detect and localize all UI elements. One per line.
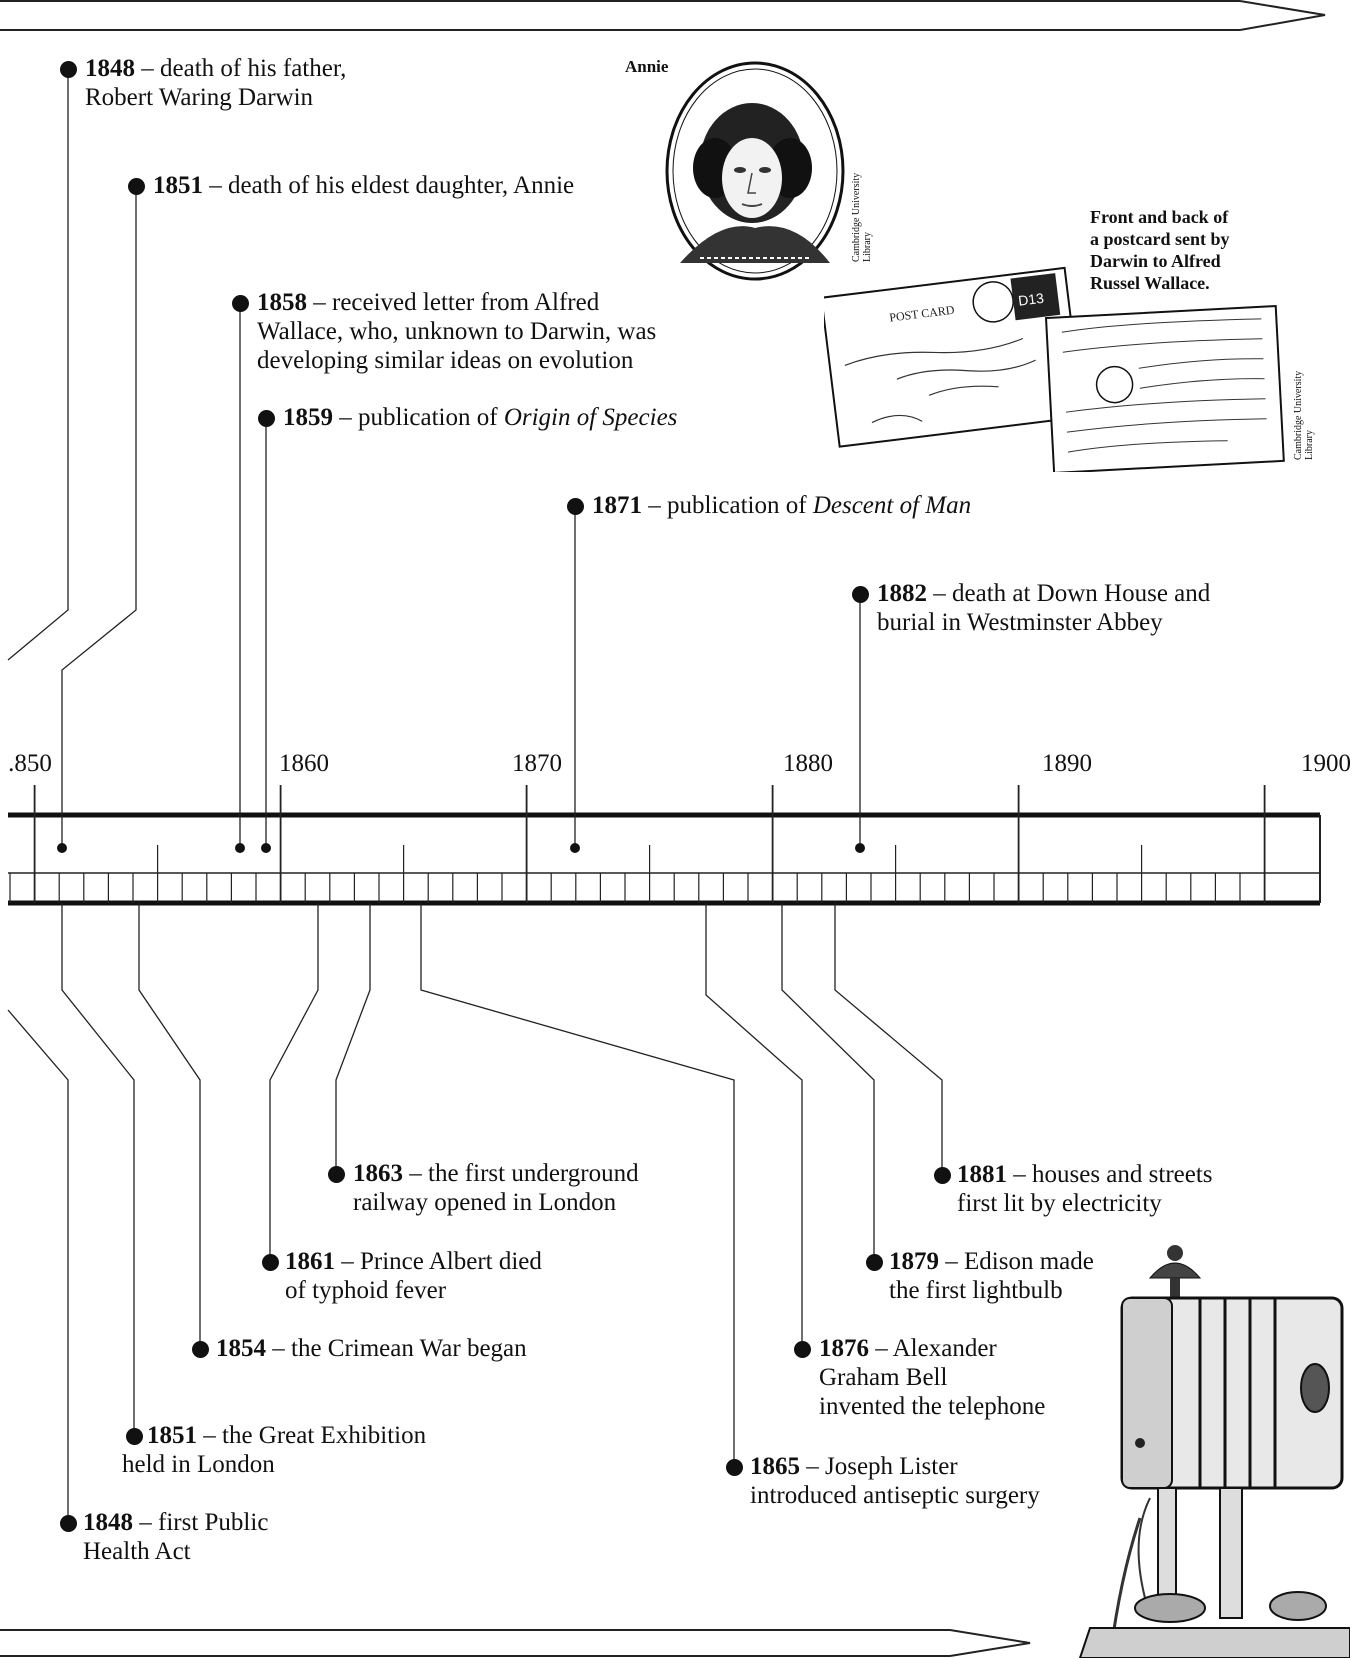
connector-1879 — [781, 903, 875, 1262]
darwin-event-1871: 1871 – publication of Descent of Man — [592, 492, 972, 519]
postcard-icon: POST CARD D13 — [824, 266, 1285, 472]
year-label-1860: 1860 — [279, 750, 329, 777]
connector-1861 — [269, 903, 319, 1262]
event-dot — [726, 1459, 743, 1476]
portrait-icon — [665, 61, 845, 281]
darwin-event-1851: 1851 – death of his eldest daughter, Ann… — [153, 172, 575, 199]
event-dot — [232, 295, 249, 312]
event-dot — [192, 1341, 209, 1358]
stamp-text: D13 — [1017, 290, 1045, 309]
year-label-1850: .850 — [8, 750, 52, 777]
annie-caption: Annie — [625, 57, 669, 76]
event-dot — [567, 498, 584, 515]
connector-1851-world — [61, 903, 135, 1435]
axis-dot-1871 — [570, 843, 580, 853]
event-dot — [258, 410, 275, 427]
connector-1863 — [335, 903, 371, 1175]
connector-1848-world — [7, 1009, 69, 1520]
event-dot — [60, 61, 77, 78]
event-dot — [852, 586, 869, 603]
event-dot — [128, 178, 145, 195]
event-dot — [794, 1341, 811, 1358]
darwin-event-1859: 1859 – publication of Origin of Species — [283, 404, 678, 431]
darwin-event-1848: 1848 – death of his father,Robert Waring… — [85, 55, 347, 111]
connector-1881 — [834, 903, 943, 1175]
event-dot — [126, 1428, 143, 1445]
axis-dot-1858 — [235, 843, 245, 853]
axis-dot-1848 — [57, 843, 67, 853]
year-label-1890: 1890 — [1042, 750, 1092, 777]
event-dot — [60, 1515, 77, 1532]
year-label-1880: 1880 — [783, 750, 833, 777]
connector-1865 — [420, 903, 735, 1468]
telephone-icon — [1078, 1245, 1350, 1658]
world-event-1854: 1854 – the Crimean War began — [216, 1335, 527, 1362]
event-dot — [328, 1166, 345, 1183]
event-dot — [934, 1167, 951, 1184]
year-label-1870: 1870 — [512, 750, 562, 777]
event-dot — [262, 1254, 279, 1271]
connector-1848-darwin — [7, 68, 69, 661]
axis-dot-1859 — [261, 843, 271, 853]
year-label-1900: 1900 — [1301, 750, 1351, 777]
event-dot — [866, 1254, 883, 1271]
connector-1876 — [705, 903, 803, 1350]
connector-1854 — [138, 903, 201, 1350]
axis-dot-1882 — [855, 843, 865, 853]
connector-1848-darwin-b — [61, 185, 137, 848]
